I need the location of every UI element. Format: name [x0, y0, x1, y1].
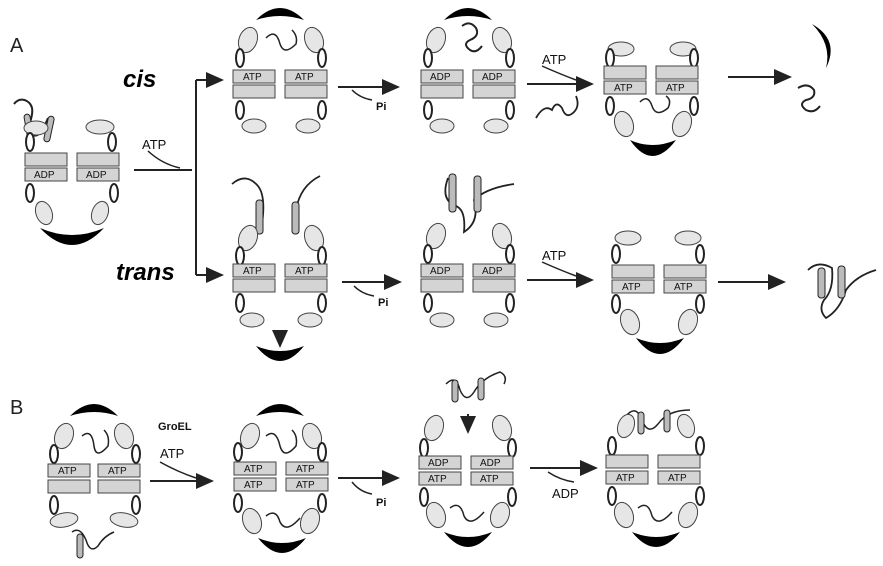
svg-text:ATP: ATP — [108, 466, 127, 477]
svg-text:ATP: ATP — [428, 474, 447, 485]
folded-protein-icon — [798, 85, 820, 111]
groes-cap-icon — [256, 346, 304, 361]
svg-text:ADP: ADP — [86, 170, 107, 181]
trans-label: trans — [116, 259, 175, 286]
substrate-protein-icon — [536, 96, 578, 118]
panel-b-complex-1: ATP ATP — [48, 404, 140, 558]
panel-b-complex-4: ATP ATP — [606, 410, 704, 547]
svg-text:ATP: ATP — [480, 474, 499, 485]
svg-text:ATP: ATP — [666, 83, 685, 94]
svg-text:ADP: ADP — [480, 458, 501, 469]
svg-text:ATP: ATP — [674, 282, 693, 293]
released-groes-icon — [812, 24, 831, 68]
svg-text:ATP: ATP — [295, 72, 314, 83]
trans-complex-atp: ATP ATP — [232, 176, 327, 361]
svg-text:ATP: ATP — [622, 282, 641, 293]
groes-cap-icon — [256, 404, 304, 416]
svg-text:ADP: ADP — [482, 266, 503, 277]
svg-text:ATP: ATP — [243, 72, 262, 83]
cis-label: cis — [123, 66, 156, 93]
trans-complex-adp: ADP ADP — [421, 174, 515, 327]
panel-b-complex-3: ADP ADP ATP ATP — [419, 372, 516, 547]
groes-cap-icon — [630, 140, 676, 156]
groes-cap-icon — [444, 8, 492, 20]
svg-text:ATP: ATP — [296, 464, 315, 475]
cis-complex-adp: ADP ADP — [421, 8, 515, 133]
groes-cap-icon — [40, 228, 104, 245]
pi-label-trans: Pi — [378, 297, 388, 309]
cis-complex-flipped: ATP ATP — [604, 42, 698, 156]
atp-label-b: ATP — [160, 446, 184, 461]
groes-cap-icon — [256, 8, 304, 20]
folded-protein-icon — [462, 23, 482, 51]
atp-label-start: ATP — [142, 137, 166, 152]
start-complex: ADP ADP — [14, 100, 119, 245]
svg-text:ADP: ADP — [430, 266, 451, 277]
svg-text:ATP: ATP — [616, 473, 635, 484]
groes-cap-icon — [632, 532, 680, 547]
pi-label-cis: Pi — [376, 101, 386, 113]
cis-complex-atp: ATP ATP — [233, 8, 327, 133]
svg-text:ADP: ADP — [482, 72, 503, 83]
pi-label-b: Pi — [376, 497, 386, 509]
panel-b-complex-2: ATP ATP ATP ATP — [234, 404, 328, 553]
svg-text:ADP: ADP — [34, 170, 55, 181]
svg-text:ATP: ATP — [58, 466, 77, 477]
groes-cap-icon — [636, 338, 684, 354]
groes-cap-icon — [258, 538, 306, 553]
svg-text:ATP: ATP — [296, 480, 315, 491]
groel-label: GroEL — [158, 421, 192, 433]
svg-text:ATP: ATP — [295, 266, 314, 277]
svg-text:ATP: ATP — [668, 473, 687, 484]
svg-text:ADP: ADP — [430, 72, 451, 83]
panel-a-label: A — [10, 35, 24, 57]
svg-text:ATP: ATP — [614, 83, 633, 94]
svg-text:ATP: ATP — [244, 480, 263, 491]
adp-label-b: ADP — [552, 486, 579, 501]
trans-complex-flipped: ATP ATP — [612, 231, 706, 354]
panel-b-label: B — [10, 397, 23, 419]
svg-text:ATP: ATP — [243, 266, 262, 277]
groes-cap-icon — [444, 532, 492, 547]
svg-text:ATP: ATP — [244, 464, 263, 475]
atp-label-trans: ATP — [542, 248, 566, 263]
atp-label-cis: ATP — [542, 52, 566, 67]
svg-text:ADP: ADP — [428, 458, 449, 469]
groes-cap-icon — [70, 404, 118, 416]
